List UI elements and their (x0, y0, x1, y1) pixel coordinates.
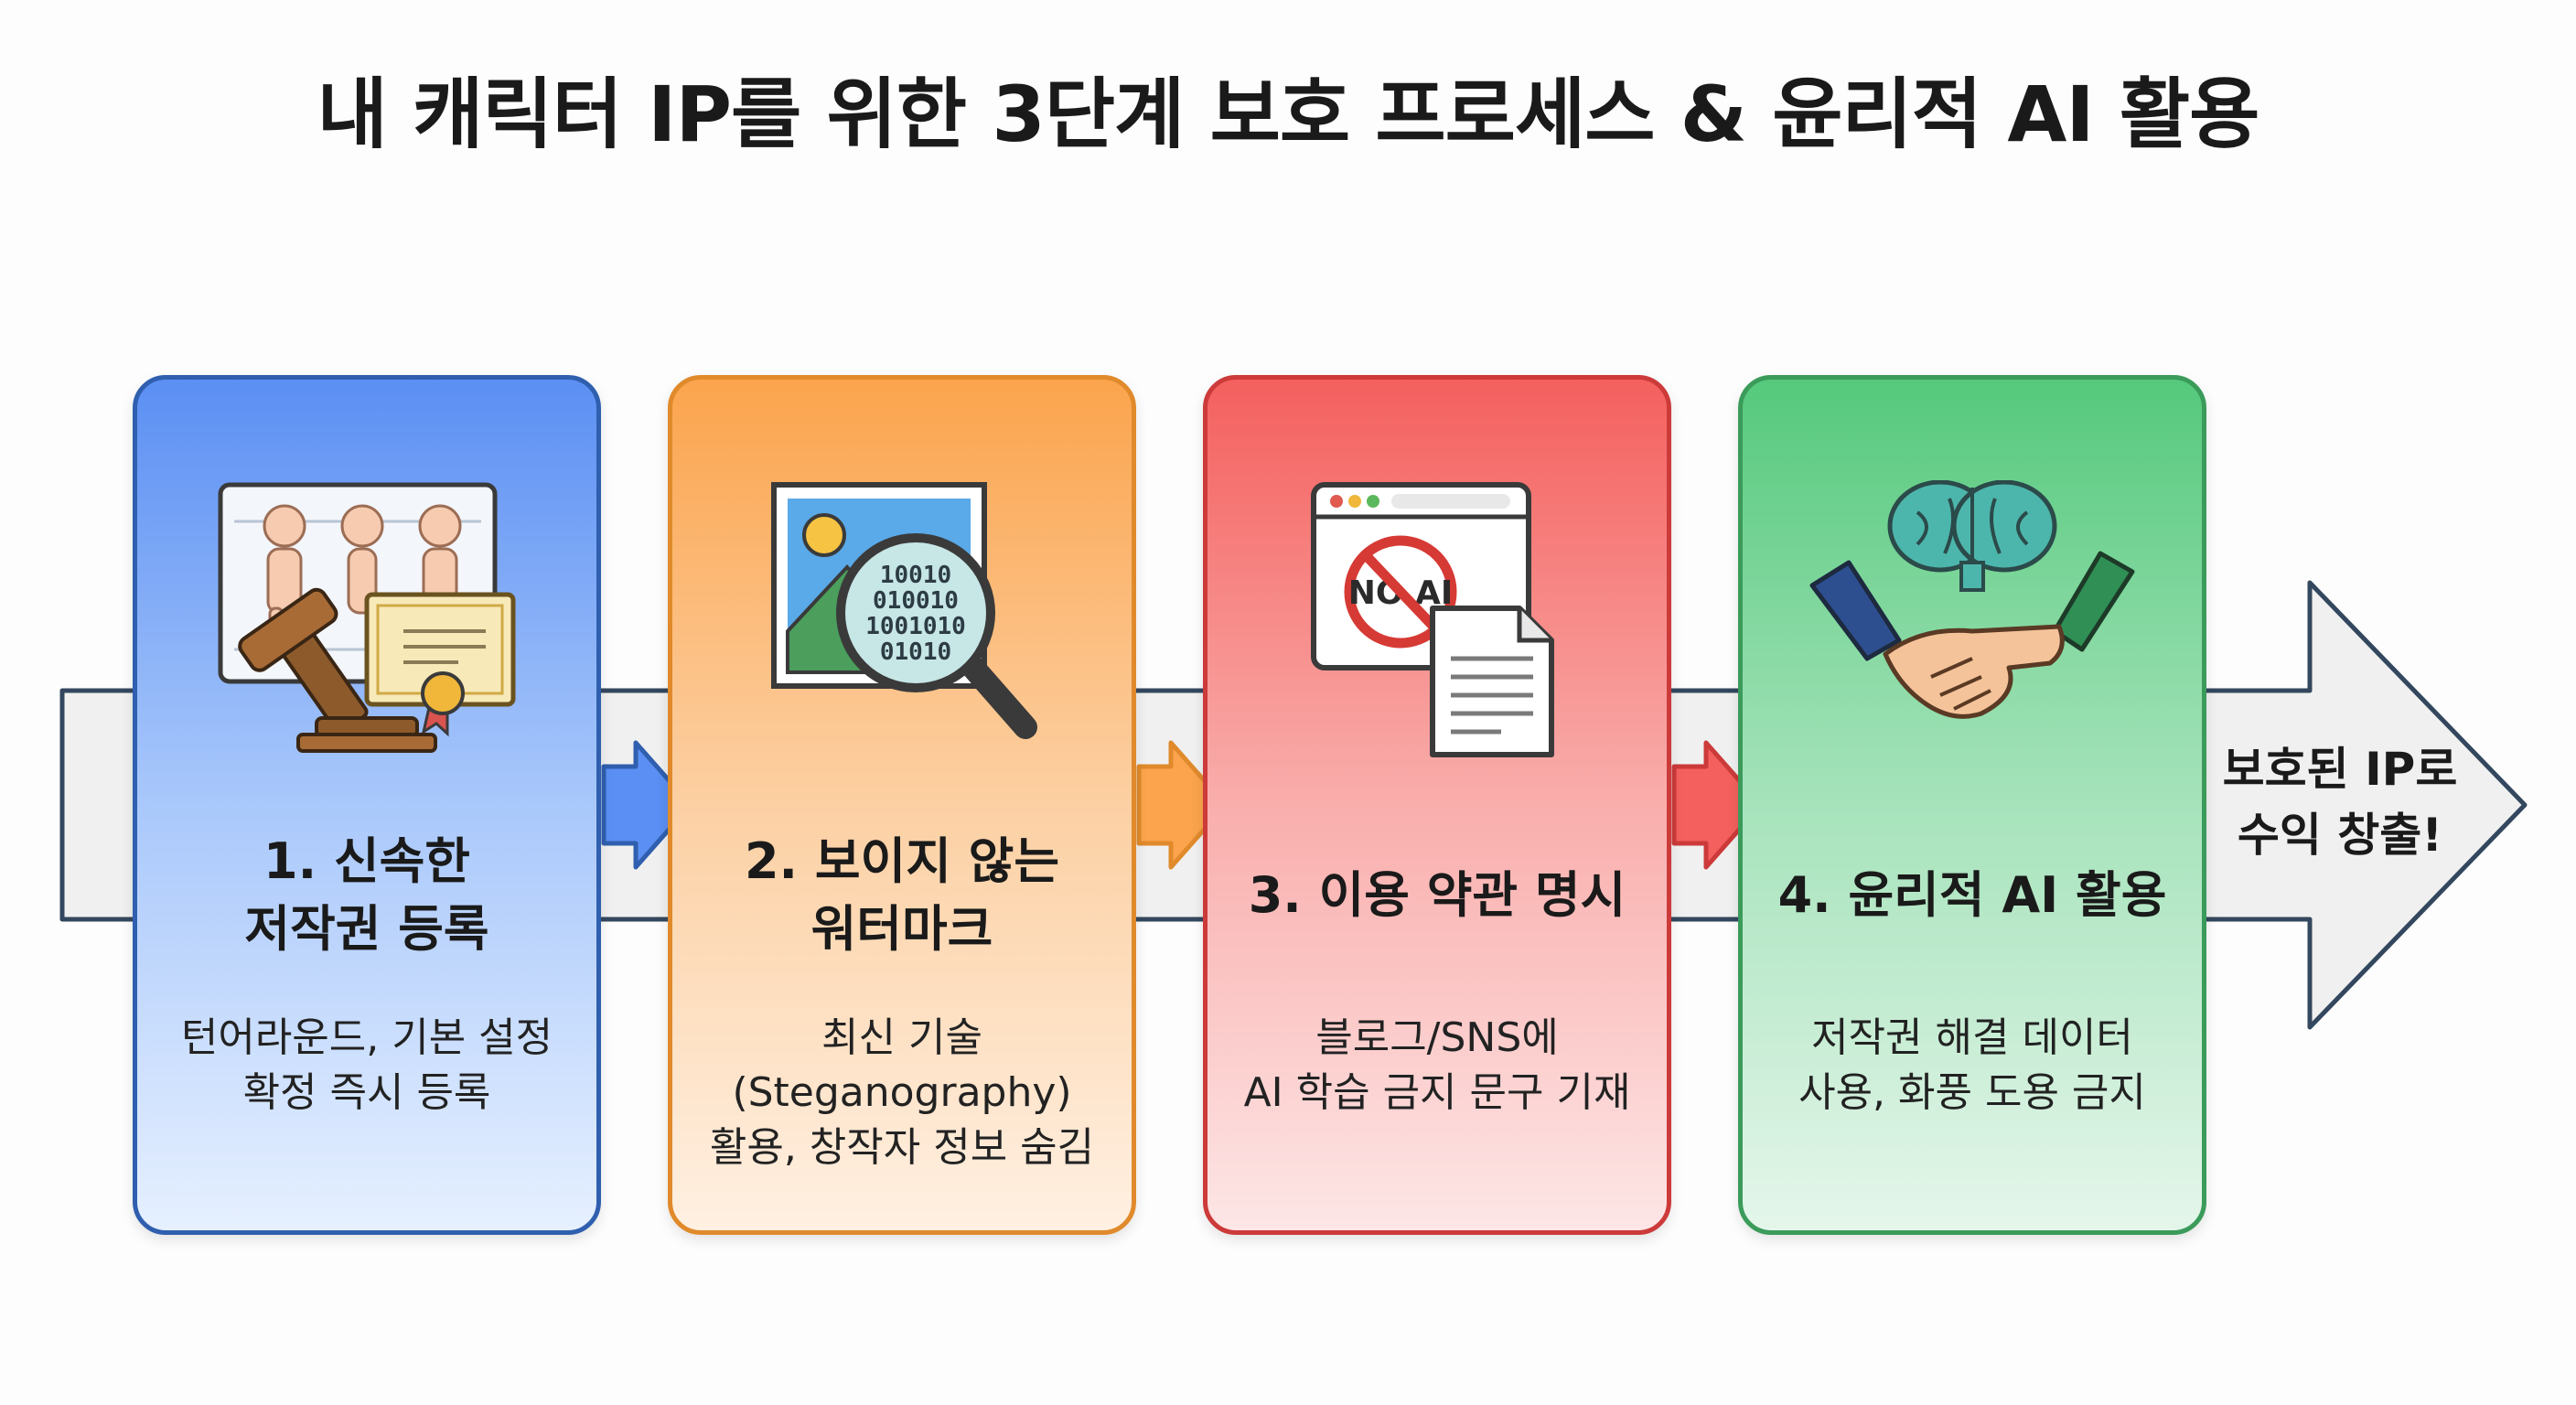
final-outcome-label: 보호된 IP로 수익 창출! (2222, 743, 2458, 862)
connector-arrow-3 (1671, 740, 1764, 870)
step-4-title: 4. 윤리적 AI 활용 (1777, 866, 2167, 924)
binary-line-2: 010010 (873, 587, 959, 615)
character-sheet-certificate-gavel-icon (137, 480, 596, 764)
binary-line-3: 1001010 (865, 613, 966, 640)
binary-line-4: 01010 (880, 638, 951, 666)
connector-arrow-1 (601, 740, 693, 870)
step-card-ethical-ai: 4. 윤리적 AI 활용 저작권 해결 데이터 사용, 화풍 도용 금지 (1738, 375, 2206, 1235)
image-magnifier-binary-icon: 10010 010010 1001010 01010 (672, 480, 1132, 764)
step-card-terms: NO AI 3. 이용 약관 명시 블로그/SNS에 AI 학습 금지 문구 기… (1203, 375, 1671, 1235)
step-card-copyright: 1. 신속한 저작권 등록 턴어라운드, 기본 설정 확정 즉시 등록 (133, 375, 601, 1235)
step-2-description: 최신 기술(Steganography) 활용, 창작자 정보 숨김 (709, 1014, 1095, 1171)
browser-no-ai-document-icon: NO AI (1208, 480, 1667, 764)
step-4-description: 저작권 해결 데이터 사용, 화풍 도용 금지 (1798, 1014, 2146, 1116)
connector-arrow-2 (1136, 740, 1229, 870)
step-3-description: 블로그/SNS에 AI 학습 금지 문구 기재 (1243, 1014, 1631, 1116)
step-card-watermark: 10010 010010 1001010 01010 2. 보이지 않는 워터마… (668, 375, 1136, 1235)
step-2-title: 2. 보이지 않는 워터마크 (744, 832, 1060, 958)
brain-handshake-icon (1743, 480, 2202, 764)
step-1-title: 1. 신속한 저작권 등록 (244, 832, 489, 958)
step-1-description: 턴어라운드, 기본 설정 확정 즉시 등록 (180, 1014, 553, 1116)
step-3-title: 3. 이용 약관 명시 (1248, 866, 1626, 924)
binary-line-1: 10010 (880, 562, 951, 589)
page-title: 내 캐릭터 IP를 위한 3단계 보호 프로세스 & 윤리적 AI 활용 (317, 70, 2260, 159)
